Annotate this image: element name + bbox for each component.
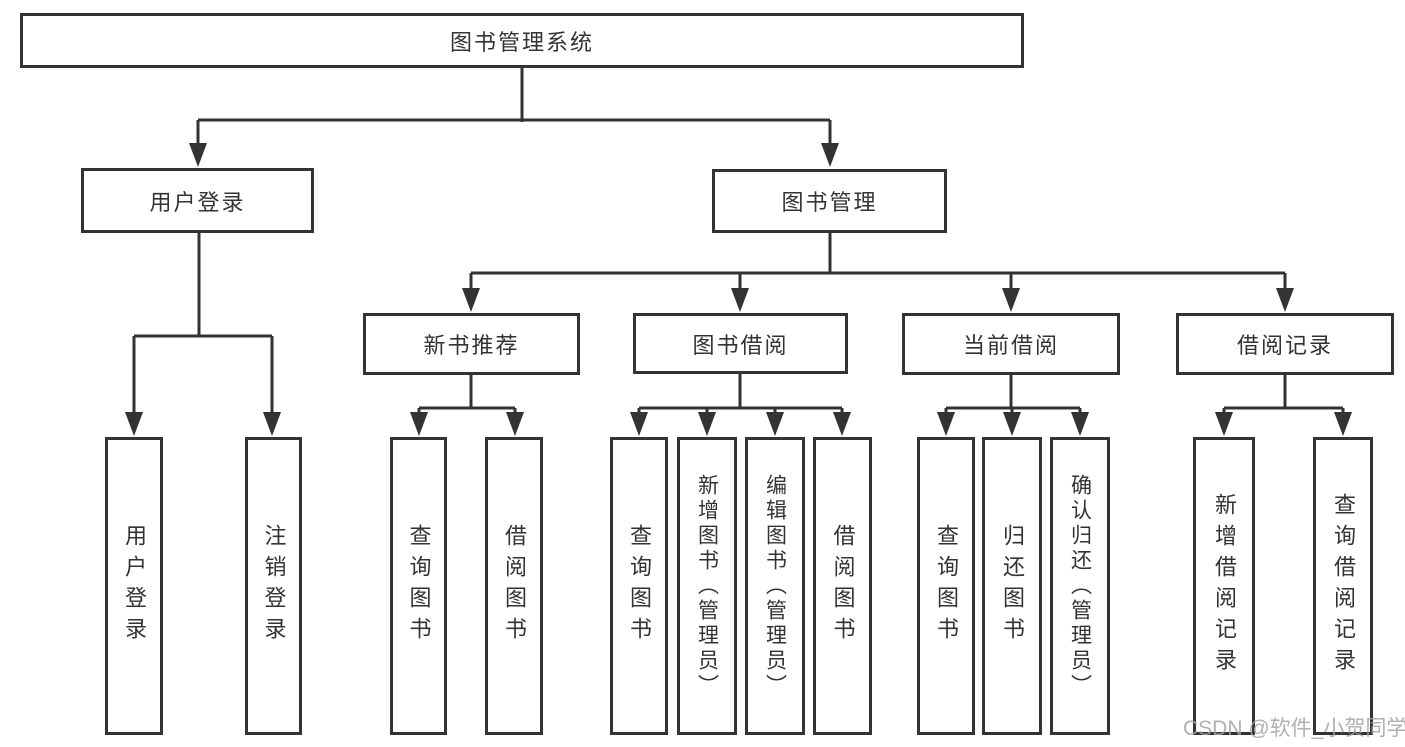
node-root-system: 图书管理系统 [20,13,1024,68]
leaf-borrow-books: 借阅图书 [813,437,872,735]
leaf-logout: 注销登录 [245,437,302,735]
node-label: 图书借阅 [692,332,789,358]
leaf-label: 用户登录 [122,524,147,648]
leaf-borrow-books-recommend: 借阅图书 [485,437,543,735]
leaf-label: 编辑图书（管理员） [763,473,787,699]
node-borrowing-records: 借阅记录 [1176,313,1394,375]
leaf-label: 查询图书 [627,524,652,648]
leaf-user-login: 用户登录 [105,437,163,735]
leaf-label: 新增图书（管理员） [695,473,719,699]
node-label: 新书推荐 [423,333,520,358]
leaf-label: 新增借阅记录 [1212,493,1237,679]
node-new-book-recommendation: 新书推荐 [363,313,580,375]
leaf-label: 查询图书 [406,524,432,648]
leaf-edit-books-admin: 编辑图书（管理员） [745,437,805,735]
leaf-label: 借阅图书 [830,524,856,648]
node-label: 当前借阅 [962,333,1059,358]
leaf-label: 归还图书 [1000,524,1025,648]
leaf-add-books-admin: 新增图书（管理员） [677,437,737,735]
leaf-confirm-return-admin: 确认归还（管理员） [1050,437,1110,735]
leaf-label: 借阅图书 [502,524,527,648]
leaf-query-books-current: 查询图书 [917,437,975,735]
arrowhead-group [125,143,1352,436]
node-label: 图书管理系统 [449,29,594,55]
leaf-label: 查询借阅记录 [1331,493,1356,679]
csdn-watermark: CSDN @软件_小贺同学 [1183,717,1405,740]
node-label: 图书管理 [781,190,878,215]
leaf-query-books-borrowing: 查询图书 [610,437,668,735]
node-book-management-branch: 图书管理 [712,169,947,233]
leaf-label: 确认归还（管理员） [1068,473,1092,699]
leaf-query-borrow-record: 查询借阅记录 [1313,437,1373,735]
node-current-borrowing: 当前借阅 [902,313,1120,375]
leaf-add-borrow-record: 新增借阅记录 [1193,437,1255,735]
node-book-borrowing: 图书借阅 [633,313,848,374]
node-label: 借阅记录 [1236,333,1333,358]
node-label: 用户登录 [149,189,246,215]
leaf-return-books: 归还图书 [982,437,1042,735]
leaf-label: 查询图书 [934,524,959,648]
leaf-query-books-recommend: 查询图书 [390,437,447,735]
node-user-login-branch: 用户登录 [81,168,314,233]
leaf-label: 注销登录 [261,524,287,648]
